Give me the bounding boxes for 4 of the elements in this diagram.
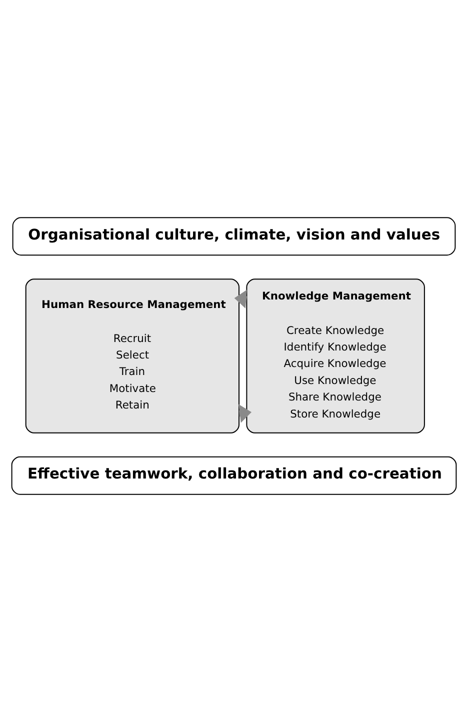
- node-box: Effective teamwork, collaboration and co-creation: [10, 456, 456, 494]
- node-box: Organisational culture, climate, vision and values: [12, 216, 456, 256]
- node-box: Knowledge Management Create Knowledge Identify Knowledge Acquire Knowledge Use Knowledge Share Knowledge Store Knowledge: [246, 278, 424, 433]
- node-box: Human Resource Management Recruit Select Train Motivate Retain: [24, 278, 239, 433]
